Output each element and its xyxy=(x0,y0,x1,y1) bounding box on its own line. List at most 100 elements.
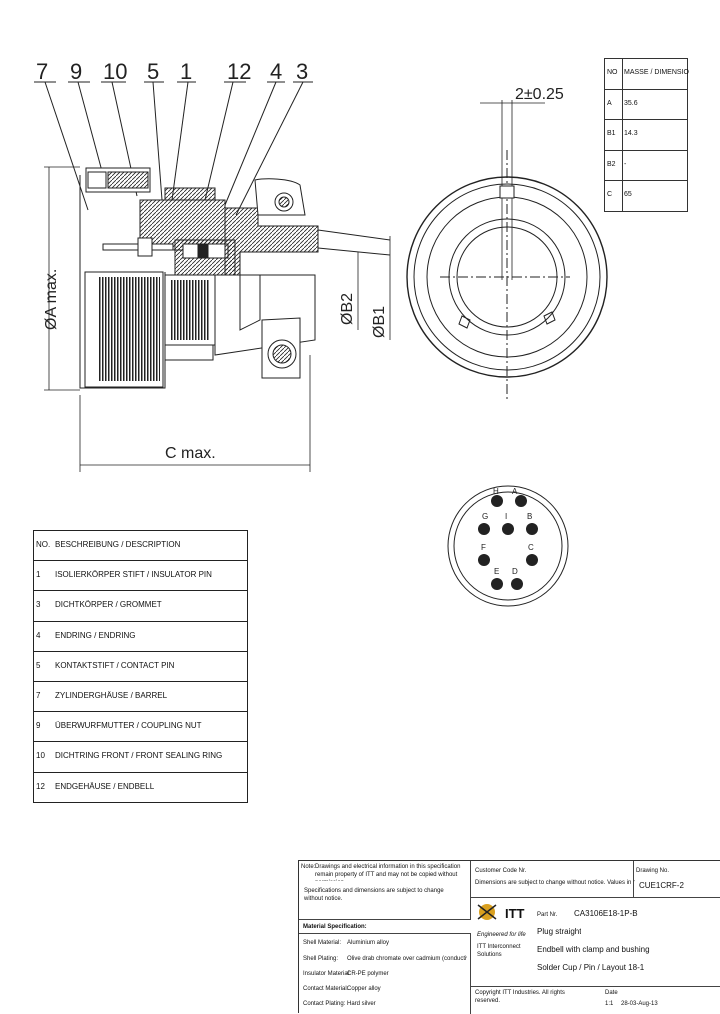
dim-value: - xyxy=(624,160,627,168)
parts-row: 12 ENDGEHÄUSE / ENDBELL xyxy=(33,772,248,803)
brand-name: ITT xyxy=(505,906,525,921)
pin-label-g: G xyxy=(482,512,488,521)
material-label: Shell Plating: xyxy=(303,956,339,962)
parts-table-header: NO. BESCHREIBUNG / DESCRIPTION xyxy=(33,531,248,562)
part-desc: ENDGEHÄUSE / ENDBELL xyxy=(55,781,155,791)
customer-note: Dimensions are subject to change without… xyxy=(475,880,635,886)
dimension-row: C 65 xyxy=(604,181,688,212)
part-no: 12 xyxy=(36,781,45,791)
callout-10: 10 xyxy=(103,59,127,84)
part-desc: ZYLINDERGHÄUSE / BARREL xyxy=(55,690,168,700)
dimension-b2: ØB2 xyxy=(339,293,356,325)
dim-value: 14.3 xyxy=(624,130,638,137)
date-label: Date xyxy=(605,990,618,996)
pin-c xyxy=(526,554,538,566)
customer-label: Customer Code Nr. xyxy=(475,868,527,874)
parts-row: 9 ÜBERWURFMUTTER / COUPLING NUT xyxy=(33,712,248,743)
pin-label-a: A xyxy=(512,487,518,496)
pin-b xyxy=(526,523,538,535)
division-name: ITT Interconnect Solutions xyxy=(477,944,521,958)
brand-tagline: Engineered for life xyxy=(477,932,526,938)
dim-header-value: MASSE / DIMENSIO xyxy=(624,69,689,76)
parts-row: 4 ENDRING / ENDRING xyxy=(33,621,248,652)
pin-layout xyxy=(447,485,569,607)
dimension-row: B2 - xyxy=(604,150,688,181)
callout-12: 12 xyxy=(227,59,251,84)
material-value: Copper alloy xyxy=(347,986,381,992)
material-value: CR-PE polymer xyxy=(347,971,389,977)
dim-key: B1 xyxy=(607,130,616,137)
pin-g xyxy=(478,523,490,535)
description-line-3: Solder Cup / Pin / Layout 18-1 xyxy=(537,963,645,972)
dim-key: A xyxy=(607,99,612,107)
part-label: Part Nr. xyxy=(537,912,558,918)
part-no: 5 xyxy=(36,660,41,670)
materials-box xyxy=(299,933,471,1014)
callout-4: 4 xyxy=(270,59,282,84)
part-desc: ÜBERWURFMUTTER / COUPLING NUT xyxy=(55,721,202,731)
part-desc: ISOLIERKÖRPER STIFT / INSULATOR PIN xyxy=(55,570,212,580)
part-desc: DICHTKÖRPER / GROMMET xyxy=(55,600,162,610)
part-no: 7 xyxy=(36,690,41,700)
dim-header-no: NO xyxy=(607,69,618,76)
pin-contacts: H A G I B F C E D xyxy=(478,487,538,590)
dimension-a: ØA max. xyxy=(43,269,60,330)
drawing-number: CUE1CRF-2 xyxy=(639,881,684,890)
scale-value: 1:1 xyxy=(605,1001,614,1007)
pin-label-d: D xyxy=(512,567,518,576)
material-label: Contact Plating: xyxy=(303,1001,346,1007)
pin-label-f: F xyxy=(481,543,486,552)
footer-note: Copyright ITT Industries. All rights res… xyxy=(475,990,565,1004)
part-no: 10 xyxy=(36,751,45,761)
part-desc: ENDRING / ENDRING xyxy=(55,630,136,640)
pin-d xyxy=(511,578,523,590)
part-desc: KONTAKTSTIFT / CONTACT PIN xyxy=(55,660,175,670)
dimension-table: NO MASSE / DIMENSIO A 35.6 B1 14.3 B2 - … xyxy=(604,58,689,212)
pin-label-b: B xyxy=(527,512,532,521)
part-no: 4 xyxy=(36,630,41,640)
dim-value: 65 xyxy=(624,191,632,198)
pin-label-h: H xyxy=(493,487,499,496)
front-view xyxy=(406,150,608,400)
pin-label-e: E xyxy=(494,567,499,576)
description-line-2: Endbell with clamp and bushing xyxy=(537,945,650,954)
pin-e xyxy=(491,578,503,590)
callout-1: 1 xyxy=(180,59,192,84)
itt-logo-mark xyxy=(477,904,497,920)
dimension-text: ØA max. C max. ØB2 ØB1 2±0.25 xyxy=(43,86,564,462)
dimension-b1: ØB1 xyxy=(371,306,388,338)
pin-label-i: I xyxy=(505,512,507,521)
pin-f xyxy=(478,554,490,566)
notes-box xyxy=(299,861,471,920)
description-line-1: Plug straight xyxy=(537,927,582,936)
callout-labels: 7 9 10 5 1 12 4 3 xyxy=(36,59,308,84)
callout-5: 5 xyxy=(147,59,159,84)
part-box xyxy=(471,897,720,987)
dimension-table-header: NO MASSE / DIMENSIO xyxy=(604,59,689,90)
material-label: Insulator Material: xyxy=(303,971,351,977)
parts-row: 5 KONTAKTSTIFT / CONTACT PIN xyxy=(33,651,248,682)
callout-9: 9 xyxy=(70,59,82,84)
material-label: Shell Material: xyxy=(303,940,342,946)
material-value: Hard silver xyxy=(347,1001,376,1007)
material-label: Contact Material: xyxy=(303,986,349,992)
note-1: Drawings and electrical information in t… xyxy=(315,864,461,881)
connector-side-view xyxy=(79,167,391,389)
part-number: CA3106E18-1P-B xyxy=(574,909,638,918)
note-2: Specifications and dimensions are subjec… xyxy=(304,888,444,902)
title-block: Note: Drawings and electrical informatio… xyxy=(298,860,720,1014)
pin-h xyxy=(491,495,503,507)
dim-key: C xyxy=(607,191,613,198)
part-no: 9 xyxy=(36,721,41,731)
dim-key: B2 xyxy=(607,160,616,168)
material-value: Aluminium alloy xyxy=(347,940,390,946)
pin-label-c: C xyxy=(528,543,534,552)
parts-header-desc: BESCHREIBUNG / DESCRIPTION xyxy=(55,540,181,549)
dimension-slot: 2±0.25 xyxy=(515,86,564,103)
parts-header-no: NO. xyxy=(36,540,51,549)
